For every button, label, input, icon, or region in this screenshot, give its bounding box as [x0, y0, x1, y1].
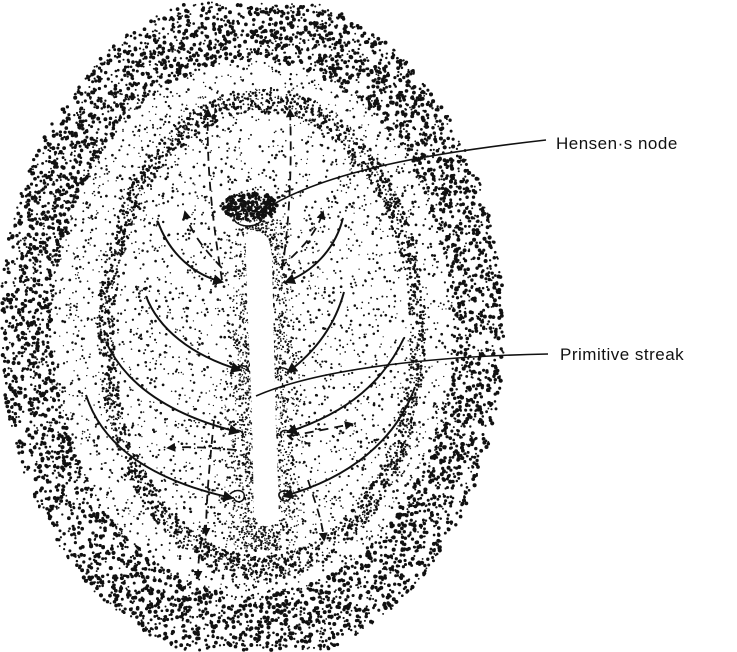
leader-hensens-node — [258, 140, 546, 214]
primitive-streak-label: Primitive streak — [560, 345, 684, 365]
dashed-arrow-left-down — [206, 420, 214, 535]
dashed-arrow-left-lateral — [168, 447, 236, 450]
arrow-left-3 — [106, 342, 238, 432]
dashed-arrow-right-lateral — [290, 424, 352, 436]
dashed-arrow-left-short — [185, 212, 222, 268]
hensens-node-label: Hensen·s node — [556, 134, 678, 154]
